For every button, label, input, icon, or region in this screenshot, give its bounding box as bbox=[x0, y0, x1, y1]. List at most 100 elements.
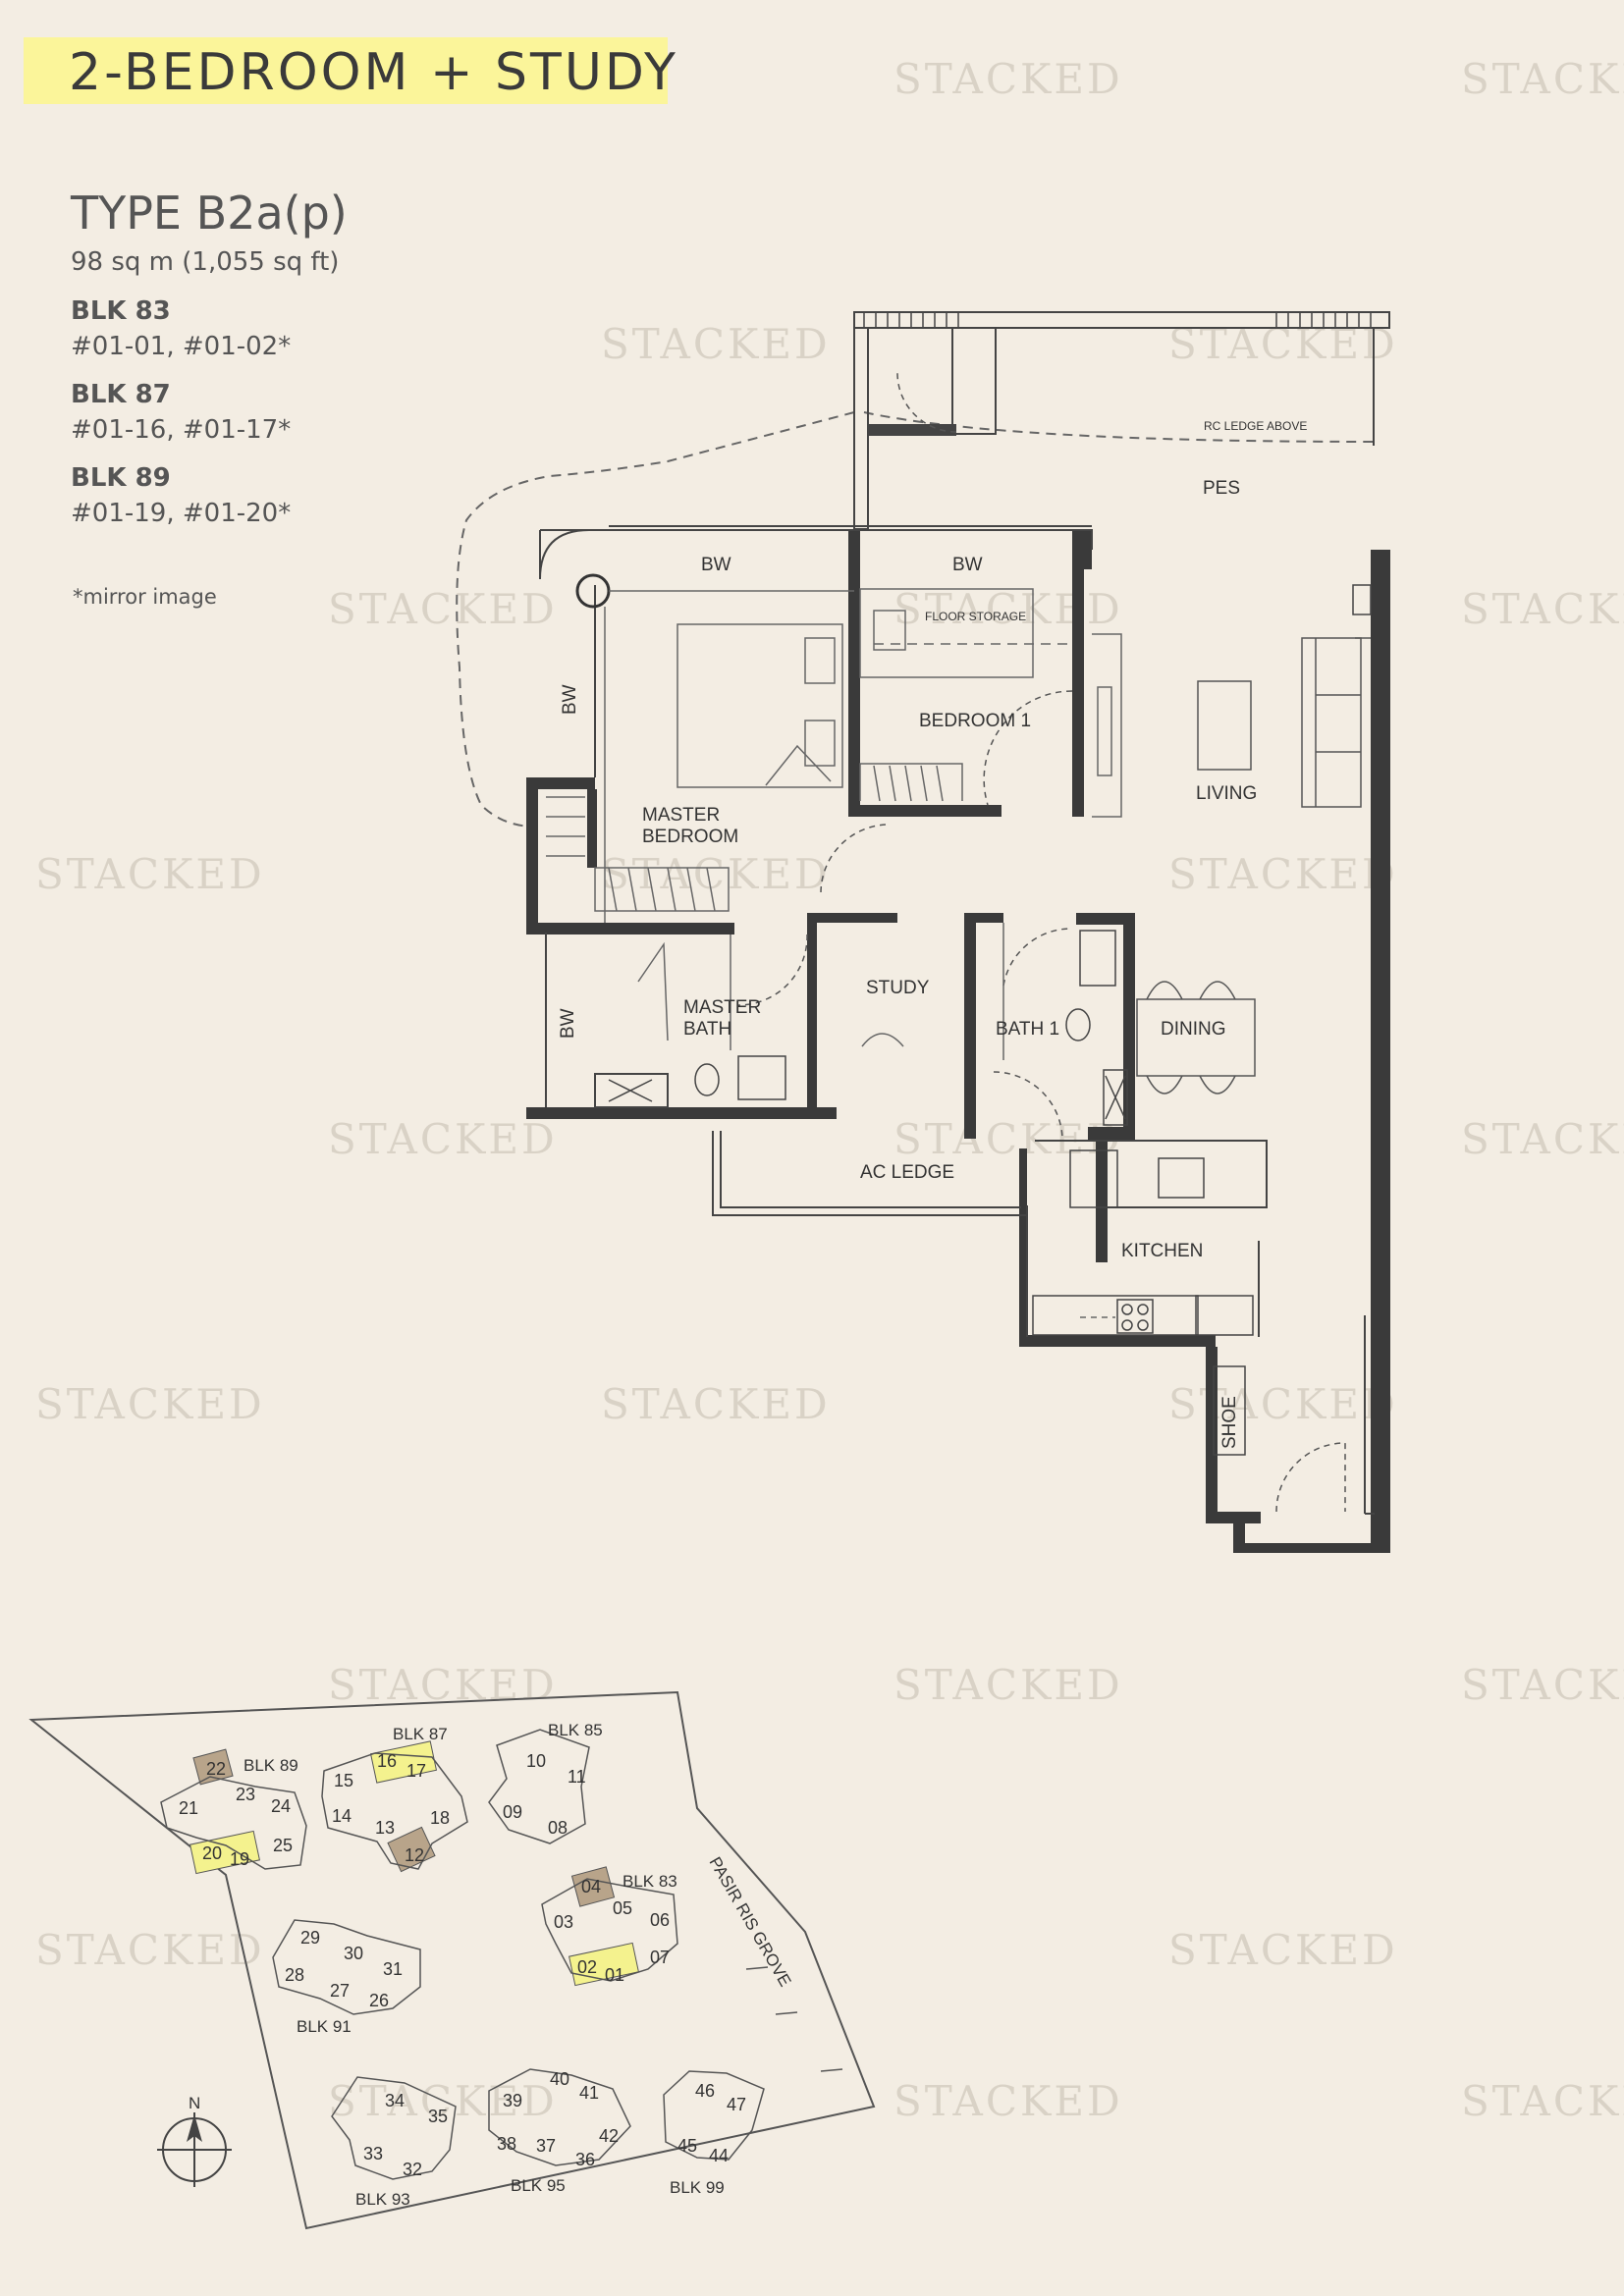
watermark: STACKED bbox=[1461, 1661, 1624, 1709]
blk-91-label: BLK 91 bbox=[297, 2017, 352, 2036]
unit-04-label: 04 bbox=[581, 1877, 601, 1896]
master-bath-label: MASTER bbox=[683, 997, 761, 1018]
bedroom1-label: BEDROOM 1 bbox=[919, 711, 1031, 731]
unit-39-label: 39 bbox=[503, 2091, 522, 2110]
north-arrow-icon bbox=[157, 2112, 232, 2187]
watermark: STACKED bbox=[893, 2077, 1123, 2125]
unit-25-label: 25 bbox=[273, 1836, 293, 1855]
rc-ledge-label: RC LEDGE ABOVE bbox=[1204, 419, 1307, 433]
header-highlight bbox=[24, 37, 668, 104]
unit-14-label: 14 bbox=[332, 1806, 352, 1826]
unit-05-label: 05 bbox=[613, 1898, 632, 1918]
watermark: STACKED bbox=[35, 850, 265, 898]
block-units-89: #01-19, #01-20* bbox=[71, 499, 292, 528]
unit-24-label: 24 bbox=[271, 1796, 291, 1816]
watermark: STACKED bbox=[1461, 55, 1624, 103]
unit-18-label: 18 bbox=[430, 1808, 450, 1828]
railing-ticks bbox=[863, 312, 1372, 328]
unit-16-label: 16 bbox=[377, 1751, 397, 1771]
watermark: STACKED bbox=[328, 1115, 558, 1163]
unit-03-label: 03 bbox=[554, 1912, 573, 1932]
unit-06-label: 06 bbox=[650, 1910, 670, 1930]
unit-29-label: 29 bbox=[300, 1928, 320, 1948]
watermark: STACKED bbox=[893, 1115, 1123, 1163]
unit-37-label: 37 bbox=[536, 2136, 556, 2156]
blk-85-label: BLK 85 bbox=[548, 1721, 603, 1739]
pes-boundary bbox=[456, 411, 855, 828]
block-outlines bbox=[160, 1729, 765, 2180]
watermark: STACKED bbox=[35, 1380, 265, 1428]
column bbox=[575, 573, 611, 609]
unit-type: TYPE B2a(p) bbox=[71, 187, 348, 240]
blk-83-label: BLK 83 bbox=[623, 1872, 677, 1891]
block-label-83: BLK 83 bbox=[71, 296, 171, 326]
unit-02-label: 02 bbox=[577, 1957, 597, 1977]
bedroom1-bed bbox=[859, 588, 1034, 678]
watermark: STACKED bbox=[328, 2077, 558, 2125]
unit-23-label: 23 bbox=[236, 1785, 255, 1804]
coffee-table bbox=[1197, 680, 1252, 771]
unit-35-label: 35 bbox=[428, 2107, 448, 2126]
blk-93-label: BLK 93 bbox=[355, 2190, 410, 2209]
bath1-label: BATH 1 bbox=[996, 1019, 1059, 1040]
site-boundary bbox=[28, 1690, 876, 2230]
unit-28-label: 28 bbox=[285, 1965, 304, 1985]
blk-89-label: BLK 89 bbox=[244, 1756, 298, 1775]
dining-table bbox=[1136, 998, 1256, 1077]
block-label-89: BLK 89 bbox=[71, 463, 171, 493]
watermark: STACKED bbox=[601, 320, 831, 368]
kitchen-label: KITCHEN bbox=[1121, 1241, 1203, 1261]
block-units-83: #01-01, #01-02* bbox=[71, 332, 292, 361]
unit-11-label: 11 bbox=[568, 1767, 586, 1787]
unit-22-label: 22 bbox=[206, 1759, 226, 1779]
unit-26-label: 26 bbox=[369, 1991, 389, 2010]
rc-ledge-line bbox=[863, 411, 1376, 443]
master-bedroom-label: MASTER bbox=[642, 805, 720, 826]
unit-40-label: 40 bbox=[550, 2069, 569, 2089]
watermark: STACKED bbox=[1461, 1115, 1624, 1163]
bw-label: BW bbox=[560, 684, 580, 715]
bw-label: BW bbox=[952, 555, 983, 575]
unit-36-label: 36 bbox=[575, 2150, 595, 2169]
road-ticks bbox=[745, 1966, 843, 2072]
watermark: STACKED bbox=[35, 1926, 265, 1974]
floor-storage-label: FLOOR STORAGE bbox=[925, 610, 1026, 623]
study-label: STUDY bbox=[866, 978, 930, 998]
unit-42-label: 42 bbox=[599, 2126, 619, 2146]
unit-21-label: 21 bbox=[179, 1798, 198, 1818]
watermark: STACKED bbox=[1461, 2077, 1624, 2125]
unit-08-label: 08 bbox=[548, 1818, 568, 1838]
unit-01-label: 01 bbox=[605, 1965, 624, 1985]
master-bath-label: BATH bbox=[683, 1019, 731, 1040]
bw-label: BW bbox=[558, 1008, 578, 1039]
watermark: STACKED bbox=[601, 850, 831, 898]
bw-label: BW bbox=[701, 555, 731, 575]
unit-31-label: 31 bbox=[383, 1959, 403, 1979]
watermark: STACKED bbox=[1461, 585, 1624, 633]
mirror-note: *mirror image bbox=[73, 585, 217, 609]
block-label-87: BLK 87 bbox=[71, 380, 171, 409]
watermark: STACKED bbox=[893, 55, 1123, 103]
unit-46-label: 46 bbox=[695, 2081, 715, 2101]
unit-13-label: 13 bbox=[375, 1818, 395, 1838]
unit-17-label: 17 bbox=[406, 1761, 426, 1781]
unit-47-label: 47 bbox=[727, 2095, 746, 2114]
unit-10-label: 10 bbox=[526, 1751, 546, 1771]
blk-87-label: BLK 87 bbox=[393, 1725, 448, 1743]
unit-07-label: 07 bbox=[650, 1948, 670, 1967]
unit-41-label: 41 bbox=[579, 2083, 599, 2103]
master-bedroom-label: BEDROOM bbox=[642, 827, 738, 847]
dining-label: DINING bbox=[1161, 1019, 1226, 1040]
unit-44-label: 44 bbox=[709, 2146, 729, 2165]
sofa bbox=[1301, 637, 1362, 808]
unit-34-label: 34 bbox=[385, 2091, 405, 2110]
unit-20-label: 20 bbox=[202, 1843, 222, 1863]
unit-33-label: 33 bbox=[363, 2144, 383, 2163]
north-label: N bbox=[189, 2094, 200, 2112]
unit-27-label: 27 bbox=[330, 1981, 350, 2001]
living-label: LIVING bbox=[1196, 783, 1257, 804]
watermark: STACKED bbox=[328, 1661, 558, 1709]
watermark: STACKED bbox=[1168, 1926, 1398, 1974]
blk-95-label: BLK 95 bbox=[511, 2176, 566, 2195]
